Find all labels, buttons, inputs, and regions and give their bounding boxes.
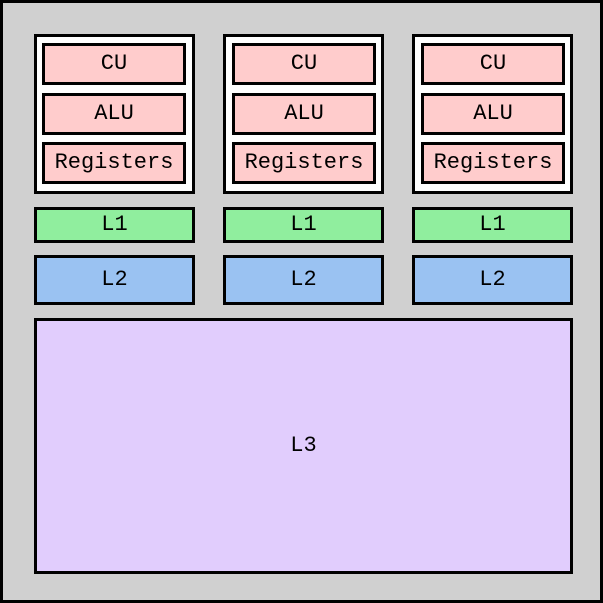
core-1-registers: Registers [42,142,186,184]
shared-l3-cache: L3 [34,318,573,574]
core-3-registers: Registers [421,142,565,184]
core-1-control-unit: CU [42,43,186,85]
core-2-l2-cache: L2 [223,255,384,305]
core-3-l2-cache: L2 [412,255,573,305]
core-3-control-unit: CU [421,43,565,85]
core-2-alu: ALU [232,93,376,135]
core-2-l1-cache: L1 [223,207,384,243]
core-2-registers: Registers [232,142,376,184]
core-3-alu: ALU [421,93,565,135]
core-3-l1-cache: L1 [412,207,573,243]
core-1-l1-cache: L1 [34,207,195,243]
core-1-alu: ALU [42,93,186,135]
core-2-control-unit: CU [232,43,376,85]
core-1-l2-cache: L2 [34,255,195,305]
